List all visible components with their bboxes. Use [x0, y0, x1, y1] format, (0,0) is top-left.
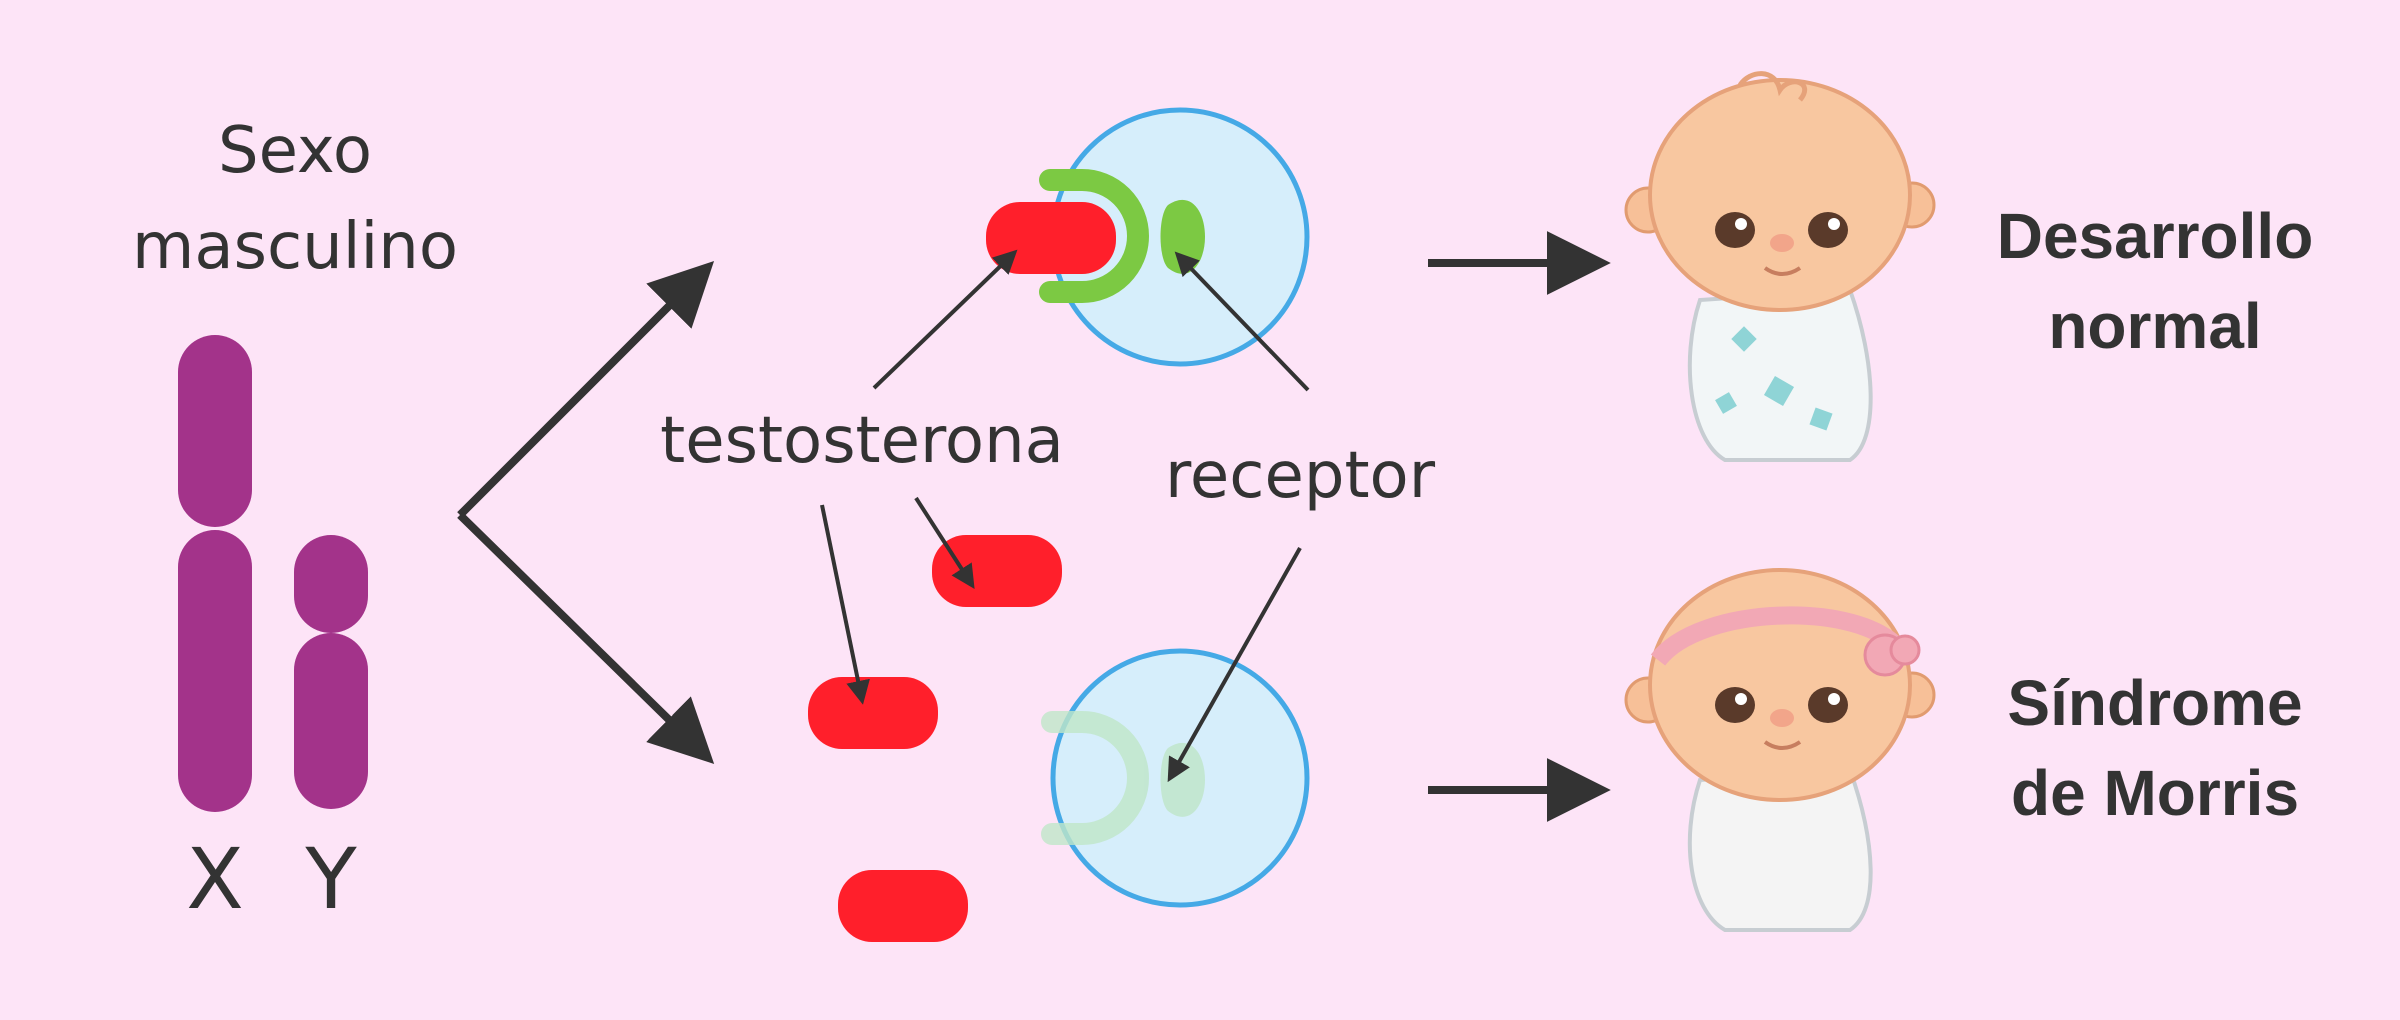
- hormone-label: testosterona: [660, 404, 1064, 478]
- branch-arrows: [457, 260, 715, 764]
- outcome-syndrome-line1: Síndrome: [2007, 667, 2302, 739]
- chromosome-x: [178, 335, 252, 812]
- chromosome-x-label: X: [186, 830, 244, 928]
- chromosome-y: [294, 535, 368, 809]
- testosterone-free-2: [808, 677, 938, 749]
- outcome-normal-line2: normal: [2048, 290, 2261, 362]
- receptor-label: receptor: [1165, 439, 1436, 513]
- pointer-arrows: [820, 249, 1310, 783]
- title-line1: Sexo: [218, 114, 372, 188]
- title-line2: masculino: [132, 210, 458, 284]
- baby-normal-illustration: [1624, 71, 1936, 462]
- testosterone-free-1: [932, 535, 1062, 607]
- chromosome-y-label: Y: [304, 830, 357, 928]
- outcome-arrows: [1428, 231, 1611, 822]
- outcome-normal-line1: Desarrollo: [1997, 200, 2314, 272]
- outcome-syndrome-line2: de Morris: [2011, 757, 2299, 829]
- baby-syndrome-illustration: [1624, 568, 1936, 932]
- testosterone-free-3: [838, 870, 968, 942]
- testosterone-bound: [986, 202, 1116, 274]
